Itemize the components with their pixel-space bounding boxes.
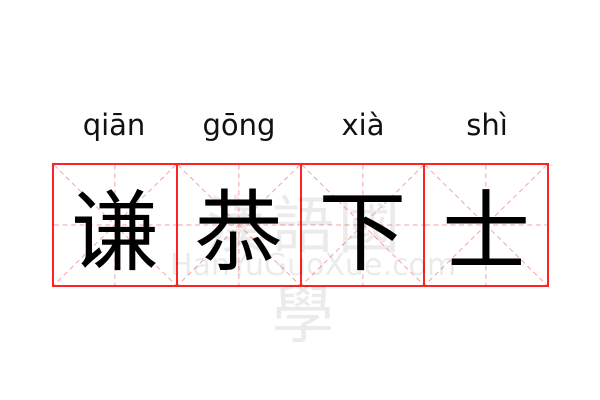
- char-cell-4: 士: [425, 165, 547, 285]
- guide-lines: [54, 165, 176, 285]
- character-4: 士: [442, 180, 531, 284]
- watermark-site: HanYuGuoXue.com: [170, 248, 457, 283]
- guide-lines: [301, 165, 424, 285]
- character-grid: 谦 恭 下 士: [52, 163, 549, 287]
- char-cell-3: 下: [301, 165, 426, 285]
- pinyin-2: gōng: [202, 108, 276, 142]
- pinyin-4: shì: [466, 108, 508, 142]
- character-1: 谦: [70, 180, 159, 284]
- char-cell-1: 谦: [54, 165, 178, 285]
- character-2: 恭: [194, 180, 283, 284]
- pinyin-3: xià: [341, 108, 385, 142]
- char-cell-2: 恭: [177, 165, 302, 285]
- pinyin-1: qiān: [82, 108, 146, 142]
- watermark-chars: 漢語國學: [205, 189, 404, 352]
- character-3: 下: [318, 180, 407, 284]
- guide-lines: [177, 165, 300, 285]
- guide-lines: [425, 165, 547, 285]
